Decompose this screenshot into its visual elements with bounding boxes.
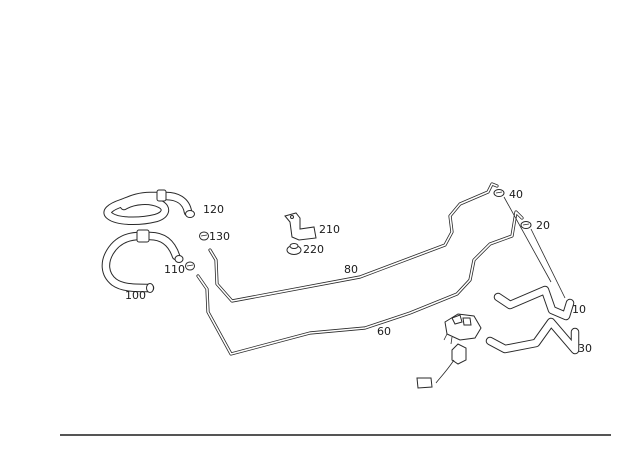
part-110-clamp[interactable] <box>185 261 195 271</box>
callout-40[interactable]: 40 <box>509 188 523 201</box>
part-130-clamp[interactable] <box>199 231 209 241</box>
fuel-sender-unit[interactable] <box>416 313 482 389</box>
part-210-bracket[interactable] <box>284 212 317 241</box>
part-20-clip[interactable] <box>520 221 566 299</box>
bottom-rule <box>60 434 611 436</box>
callout-10[interactable]: 10 <box>572 303 586 316</box>
callout-110[interactable]: 110 <box>164 263 185 276</box>
callout-20[interactable]: 20 <box>536 219 550 232</box>
callout-80[interactable]: 80 <box>344 263 358 276</box>
callout-210[interactable]: 210 <box>319 223 340 236</box>
part-10-hose[interactable] <box>493 285 575 321</box>
part-60-fuel-line[interactable] <box>196 210 524 356</box>
part-220-grommet[interactable] <box>286 243 302 255</box>
callout-130[interactable]: 130 <box>209 230 230 243</box>
callout-100[interactable]: 100 <box>125 289 146 302</box>
callout-60[interactable]: 60 <box>377 325 391 338</box>
part-30-hose[interactable] <box>485 317 580 355</box>
callout-220[interactable]: 220 <box>303 243 324 256</box>
part-40-clip[interactable] <box>493 189 552 283</box>
part-80-fuel-line[interactable] <box>208 182 499 303</box>
callout-30[interactable]: 30 <box>578 342 592 355</box>
part-120-hose[interactable] <box>103 189 195 225</box>
callout-120[interactable]: 120 <box>203 203 224 216</box>
part-100-hose[interactable] <box>101 229 184 293</box>
